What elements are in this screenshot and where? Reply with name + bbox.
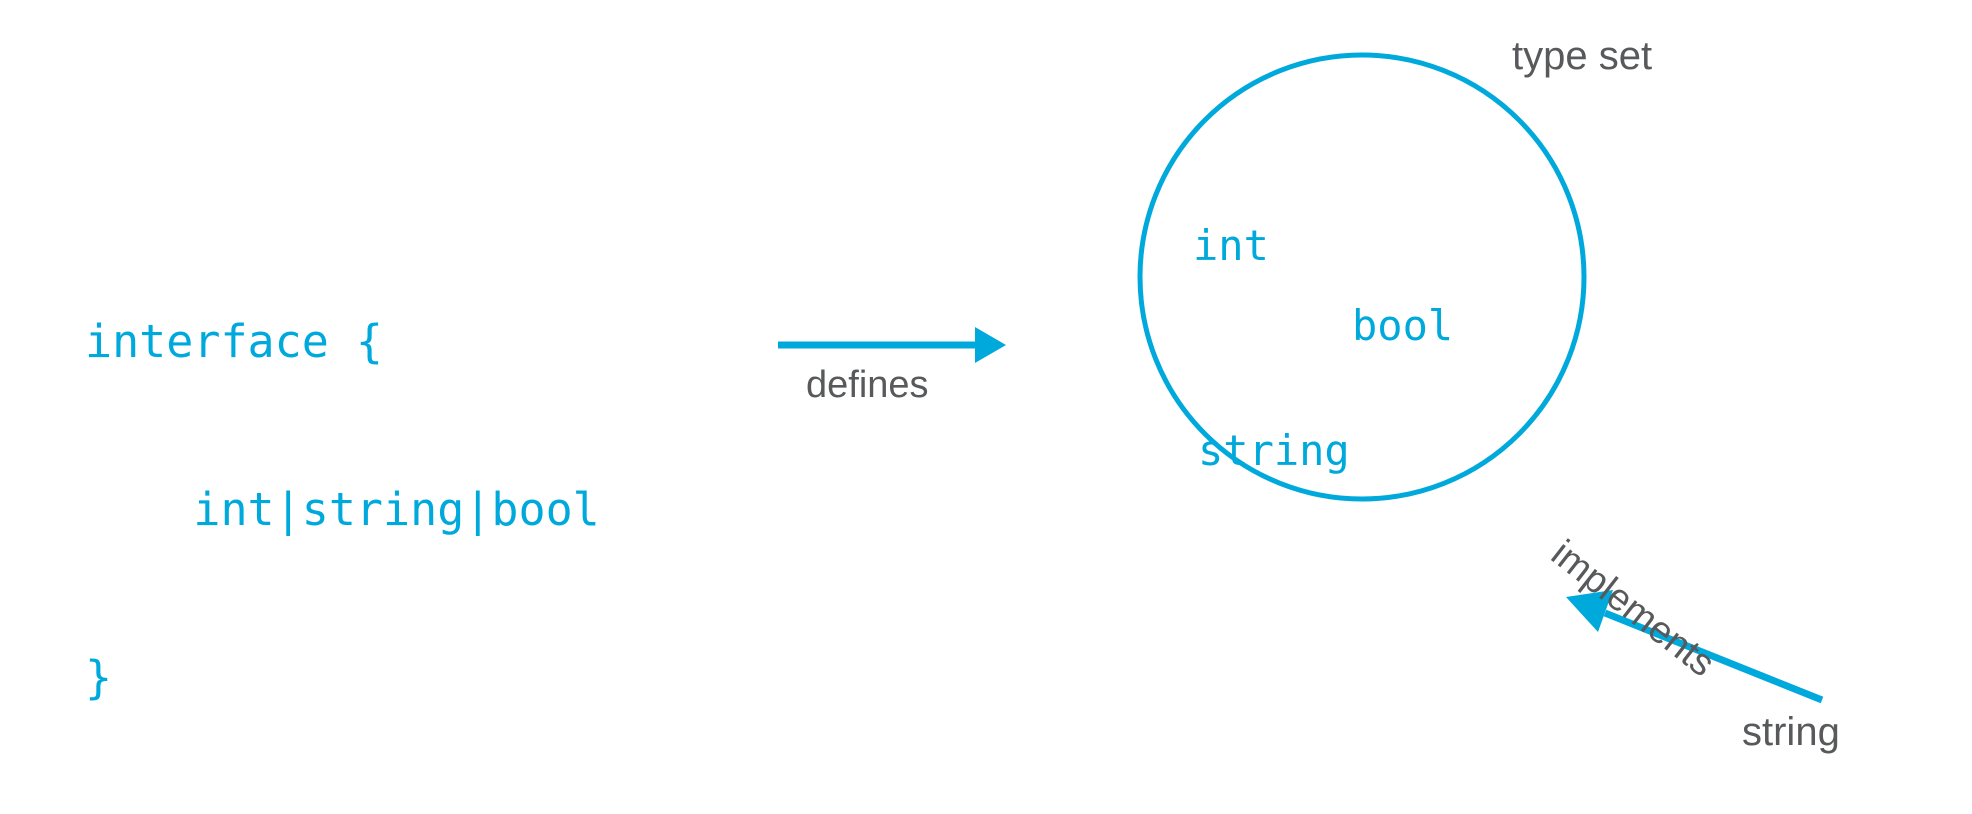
type-set-member-string: string [1198, 426, 1350, 475]
code-line-1: interface { [85, 315, 384, 368]
code-line-2: int|string|bool [85, 483, 600, 536]
defines-edge-label: defines [806, 364, 929, 406]
type-set-caption: type set [1512, 34, 1653, 78]
interface-declaration-code: interface { int|string|bool } [85, 202, 600, 814]
implements-arrow-head [1566, 590, 1613, 632]
type-set-circle [1137, 52, 1587, 502]
type-set-member-bool: bool [1352, 301, 1454, 350]
type-set-member-int: int [1193, 221, 1269, 270]
code-line-3: } [85, 651, 113, 704]
defines-arrow [778, 327, 1006, 363]
defines-arrow-head [975, 327, 1006, 363]
implements-arrow [1566, 590, 1824, 704]
implements-arrow-shaft [1603, 609, 1824, 704]
outside-type-label: string [1742, 710, 1840, 754]
